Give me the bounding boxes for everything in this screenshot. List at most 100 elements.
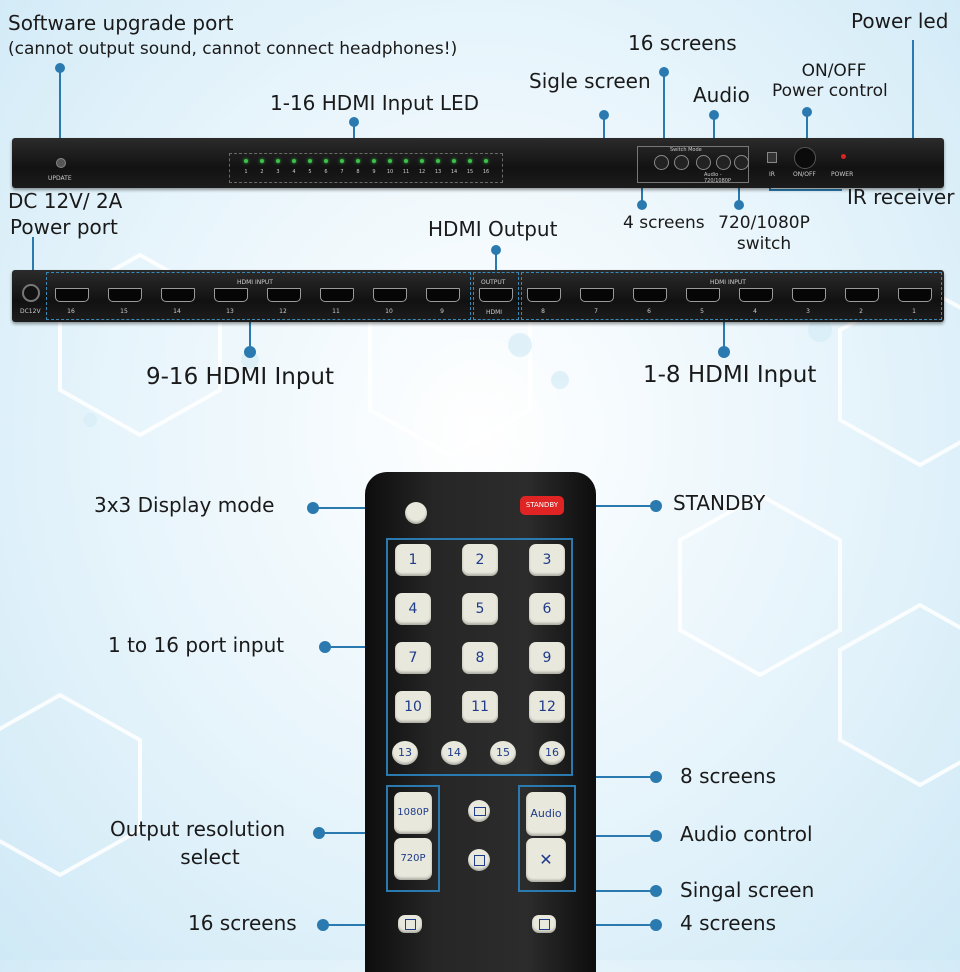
input-led — [420, 159, 424, 163]
audio-button-remote[interactable]: Audio — [526, 792, 566, 836]
grid-8-icon — [474, 807, 486, 816]
hdmi-port-number: 2 — [859, 308, 863, 315]
resolution-button[interactable] — [734, 155, 749, 170]
input-led — [404, 159, 408, 163]
label-4-screens-bottom: 4 screens — [680, 911, 776, 935]
screens4-remote-button[interactable] — [532, 915, 556, 933]
led-number: 10 — [386, 169, 394, 175]
led-number: 16 — [482, 169, 490, 175]
res-720p-button[interactable]: 720P — [394, 838, 432, 880]
update-port — [56, 158, 66, 168]
ir-text: IR — [769, 171, 775, 178]
key-6-button[interactable]: 6 — [529, 593, 565, 625]
key-5-button[interactable]: 5 — [462, 593, 498, 625]
key-15-button[interactable]: 15 — [490, 741, 516, 765]
hdmi-output-port — [479, 288, 513, 302]
input-led — [484, 159, 488, 163]
label-hdmi-output: HDMI Output — [428, 217, 558, 241]
input-led — [340, 159, 344, 163]
single-screen-remote-button[interactable] — [468, 849, 490, 871]
key-7-button[interactable]: 7 — [395, 642, 431, 674]
led-number: 8 — [356, 169, 360, 175]
label-power-port: Power port — [10, 215, 118, 239]
led-number: 15 — [466, 169, 474, 175]
key-10-button[interactable]: 10 — [395, 691, 431, 723]
hdmi-port-number: 5 — [700, 308, 704, 315]
output-title: OUTPUT — [481, 279, 506, 286]
hdmi-port-number: 12 — [279, 308, 287, 315]
input-led — [388, 159, 392, 163]
hdmi-input-port — [739, 288, 773, 302]
mute-icon: ✕ — [539, 850, 553, 869]
hdmi-input-port — [580, 288, 614, 302]
key-16-button[interactable]: 16 — [539, 741, 565, 765]
label-ir-receiver: IR receiver — [847, 185, 955, 209]
key-1-button[interactable]: 1 — [395, 544, 431, 576]
label-dc-power: DC 12V/ 2A — [8, 189, 123, 213]
input-group-1-8: HDMI INPUT — [521, 272, 942, 320]
power-text: POWER — [831, 171, 854, 178]
input-led — [452, 159, 456, 163]
power-led — [841, 154, 846, 159]
screens8-button[interactable] — [468, 800, 490, 822]
label-port-input: 1 to 16 port input — [108, 633, 285, 657]
label-8-screens: 8 screens — [680, 764, 776, 788]
key-11-button[interactable]: 11 — [462, 691, 498, 723]
label-singal-screen: Singal screen — [680, 878, 815, 902]
square-icon — [474, 855, 485, 866]
input-led — [324, 159, 328, 163]
key-2-button[interactable]: 2 — [462, 544, 498, 576]
label-output-res-2: select — [180, 845, 240, 869]
hdmi-port-number: 9 — [440, 308, 444, 315]
label-3x3-display: 3x3 Display mode — [94, 493, 275, 517]
dc12v-text: DC12V — [20, 308, 41, 315]
grid-16-icon — [405, 919, 416, 930]
hdmi-input-port — [686, 288, 720, 302]
label-1-8-input: 1-8 HDMI Input — [643, 362, 817, 388]
key-4-button[interactable]: 4 — [395, 593, 431, 625]
hdmi-input-port — [55, 288, 89, 302]
hdmi-input-port — [267, 288, 301, 302]
input-led — [260, 159, 264, 163]
label-audio-top: Audio — [693, 83, 750, 107]
hdmi-input-port — [373, 288, 407, 302]
led-number: 3 — [276, 169, 280, 175]
audio-button[interactable] — [716, 155, 731, 170]
grid-4-icon — [539, 919, 550, 930]
hdmi-input-title-right: HDMI INPUT — [710, 279, 746, 286]
switch-mode-text: Switch Mode — [670, 147, 702, 153]
standby-button[interactable]: STANDBY — [520, 496, 564, 515]
label-on-off: ON/OFF — [801, 61, 867, 81]
key-13-button[interactable]: 13 — [392, 741, 418, 765]
single-screen-button[interactable] — [654, 155, 669, 170]
hdmi-port-number: 16 — [67, 308, 75, 315]
hdmi-port-number: 13 — [226, 308, 234, 315]
label-standby: STANDBY — [673, 491, 766, 515]
audio-keys-frame — [518, 785, 576, 892]
res-1080p-button[interactable]: 1080P — [394, 792, 432, 834]
key-9-button[interactable]: 9 — [529, 642, 565, 674]
power-button[interactable] — [794, 147, 816, 169]
hdmi-input-port — [426, 288, 460, 302]
screens16-button[interactable] — [674, 155, 689, 170]
led-number: 5 — [308, 169, 312, 175]
mute-button[interactable]: ✕ — [526, 838, 566, 882]
led-number: 13 — [434, 169, 442, 175]
hdmi-input-port — [898, 288, 932, 302]
hdmi-port-number: 6 — [647, 308, 651, 315]
led-number: 7 — [340, 169, 344, 175]
key-3-button[interactable]: 3 — [529, 544, 565, 576]
hdmi-input-port — [845, 288, 879, 302]
label-software-upgrade: Software upgrade port — [8, 11, 234, 35]
screens4-button[interactable] — [696, 155, 711, 170]
hdmi-port-number: 1 — [912, 308, 916, 315]
screens16-remote-button[interactable] — [398, 915, 422, 933]
hdmi-input-port — [633, 288, 667, 302]
label-power-led: Power led — [851, 9, 949, 33]
key-14-button[interactable]: 14 — [441, 741, 467, 765]
key-12-button[interactable]: 12 — [529, 691, 565, 723]
update-text: UPDATE — [48, 175, 72, 182]
key-8-button[interactable]: 8 — [462, 642, 498, 674]
hdmi-port-number: 3 — [806, 308, 810, 315]
display-3x3-button[interactable] — [405, 502, 427, 524]
